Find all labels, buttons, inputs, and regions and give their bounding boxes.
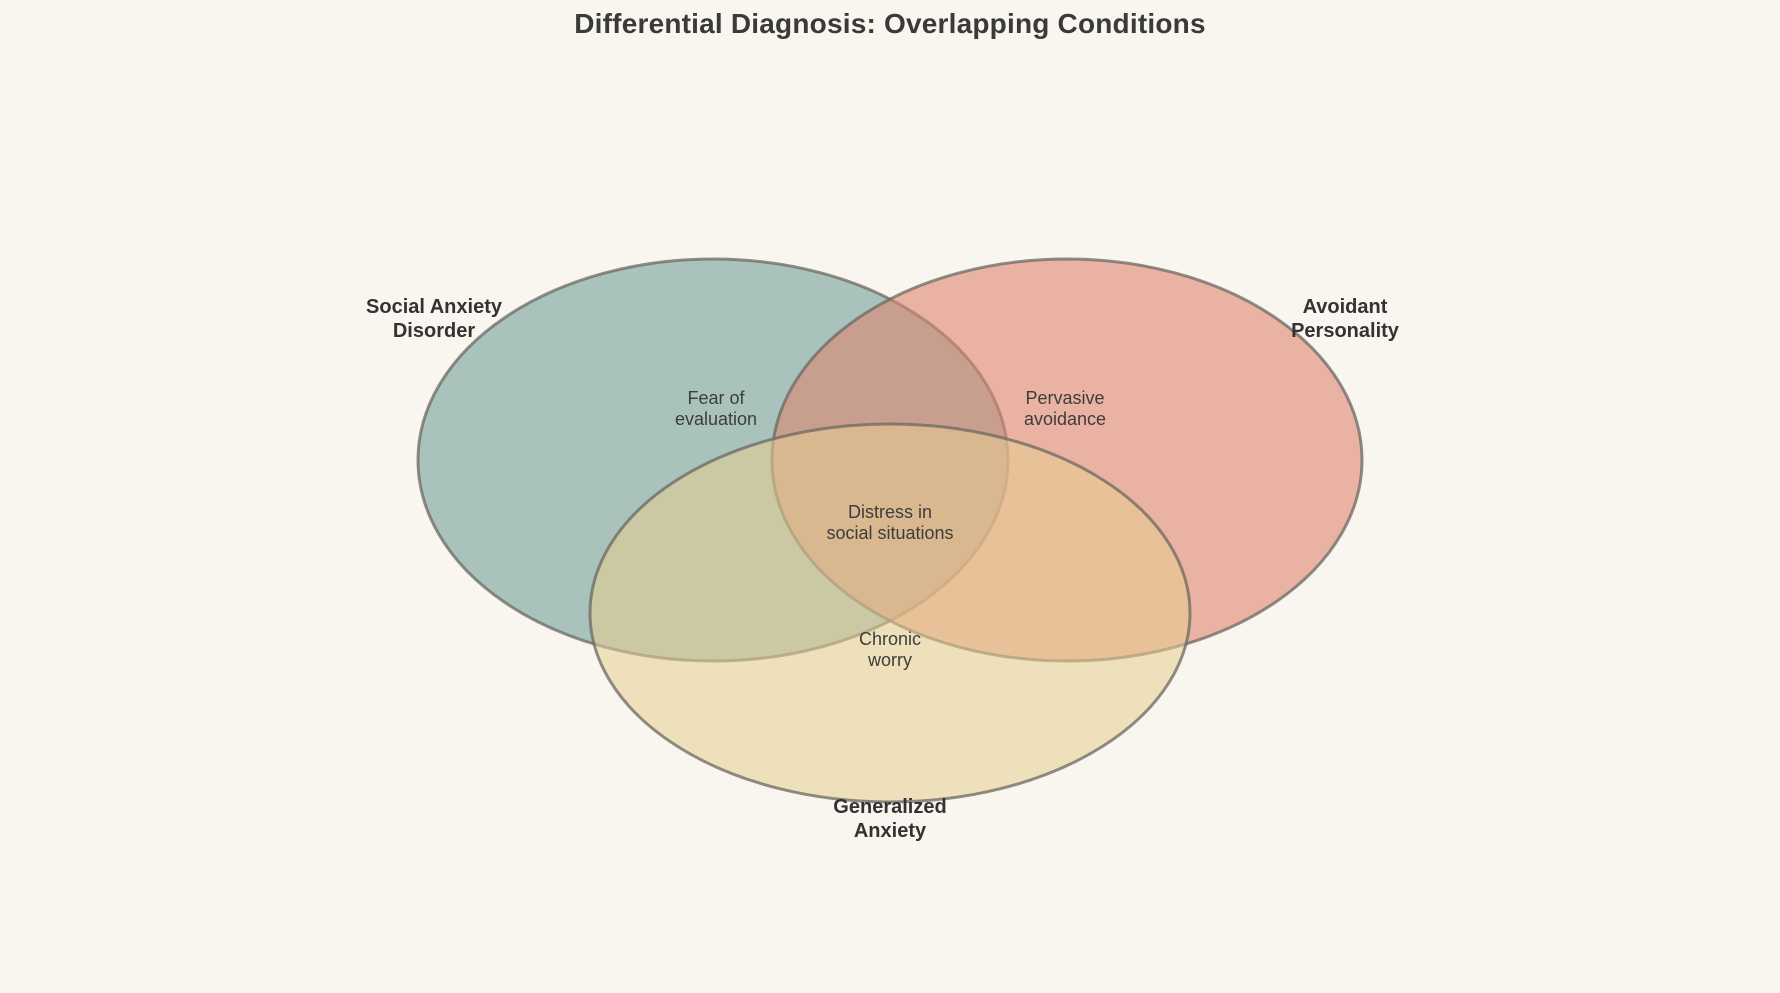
page-title: Differential Diagnosis: Overlapping Cond… [574,8,1206,39]
set-label-generalized-anxiety: Generalized Anxiety [833,796,947,842]
shared-overlap-label-distress-in-social-situations: Distress in social situations [826,502,954,543]
trait-label-fear-of-evaluation: Fear of evaluation [674,388,758,429]
ellipse-generalized-anxiety [588,422,1192,804]
trait-label-chronic-worry: Chronic worry [858,629,922,670]
trait-label-pervasive-avoidance: Pervasive avoidance [1023,388,1107,429]
set-label-social-anxiety-disorder: Social Anxiety Disorder [366,296,502,342]
set-label-avoidant-personality: Avoidant Personality [1291,296,1399,342]
